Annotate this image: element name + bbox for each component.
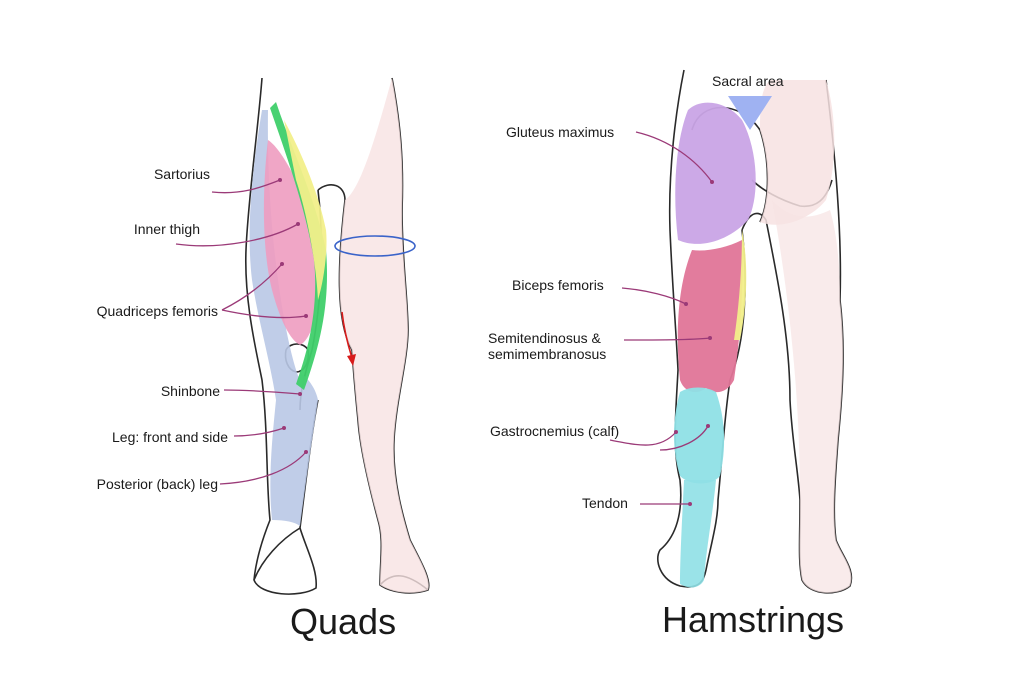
right-leg-skin — [339, 78, 429, 593]
quads-title: Quads — [290, 601, 397, 642]
label-inner-thigh: Inner thigh — [133, 221, 200, 237]
leader-quadriceps-2 — [221, 309, 307, 319]
leader-gastrocnemius-1 — [609, 431, 677, 446]
label-gastrocnemius: Gastrocnemius (calf) — [490, 423, 620, 439]
calf-region — [674, 387, 725, 484]
hamstrings-title: Hamstrings — [662, 599, 845, 640]
rotation-arrow — [341, 311, 353, 359]
quadriceps-region — [263, 140, 317, 345]
leader-biceps — [621, 287, 687, 305]
biceps-femoris-region — [677, 240, 743, 393]
label-posterior-leg: Posterior (back) leg — [96, 476, 218, 492]
label-biceps-femoris: Biceps femoris — [512, 277, 604, 293]
leader-shinbone — [223, 389, 301, 395]
leader-quadriceps-1 — [221, 263, 283, 311]
label-leg-front-side: Leg: front and side — [112, 429, 228, 445]
leader-posterior — [219, 451, 307, 485]
adductor-region — [734, 230, 747, 340]
knee-ring — [334, 235, 416, 257]
quads-leader-lines — [175, 178, 308, 485]
leader-gastrocnemius-2 — [659, 425, 709, 451]
hamstrings-leader-lines — [609, 131, 714, 506]
leader-gluteus — [635, 131, 713, 183]
tendon-region — [680, 480, 716, 588]
label-semitendinosus: Semitendinosus & semimembranosus — [488, 330, 607, 362]
rotation-arrow-head — [347, 354, 356, 366]
leader-leg-front — [233, 427, 285, 437]
buttock-skin — [760, 80, 835, 225]
label-sartorius: Sartorius — [153, 166, 210, 182]
label-gluteus-maximus: Gluteus maximus — [506, 124, 615, 140]
label-sacral-area: Sacral area — [712, 73, 784, 89]
leader-semitendinosus — [623, 337, 711, 341]
label-shinbone: Shinbone — [160, 383, 220, 399]
leader-inner-thigh — [175, 223, 299, 247]
leader-sartorius — [211, 179, 281, 194]
label-tendon: Tendon — [582, 495, 628, 511]
inner-thigh-region — [284, 120, 327, 300]
sacral-triangle — [728, 96, 772, 130]
gluteus-region — [675, 102, 756, 244]
right-leg-skin-back — [772, 200, 852, 593]
label-quadriceps-femoris: Quadriceps femoris — [96, 303, 218, 319]
